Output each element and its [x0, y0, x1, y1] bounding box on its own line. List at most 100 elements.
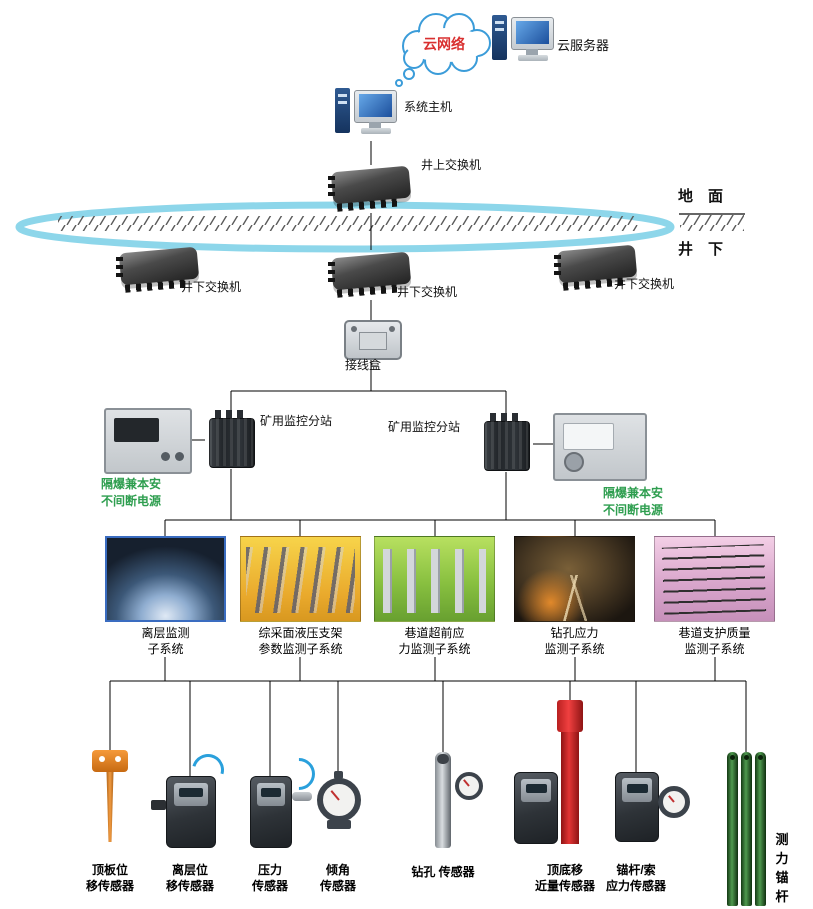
roof-displacement-sensor-rod	[106, 772, 114, 842]
ups-display-panel	[113, 418, 159, 442]
subsystem-card-support-quality: 巷道支护质量 监测子系统	[653, 536, 776, 657]
substation-fins	[209, 418, 253, 466]
tilt-sensor-nub	[334, 771, 343, 779]
host-tower	[335, 88, 350, 133]
switch-side-pins	[116, 257, 123, 281]
roof-displacement-sensor-head	[92, 750, 128, 772]
sensor-screen	[525, 784, 547, 794]
ups-left-label: 隔爆兼本安 不间断电源	[100, 477, 161, 508]
subsystem-card-hydraulic-support: 综采面液压支架 参数监测子系统	[239, 536, 362, 657]
ups-dial-icon	[564, 452, 584, 473]
cloud-server-icon	[492, 12, 554, 68]
force-bolt-rod	[755, 752, 766, 906]
ground-symbol	[679, 213, 745, 231]
convergence-pole-cap	[557, 700, 583, 732]
support-beams-art	[245, 547, 356, 613]
ground-label: 地 面	[678, 188, 724, 205]
subsystem-label: 钻孔应力 监测子系统	[544, 626, 605, 656]
substation-connectors	[215, 410, 247, 419]
host-screen	[359, 94, 392, 117]
ups-right-label: 隔爆兼本安 不间断电源	[602, 486, 663, 517]
subsystem-image-support-quality	[654, 536, 775, 622]
sensor-label-tilt: 倾角 传感器	[319, 863, 356, 893]
bolt-cable-stress-sensor	[615, 772, 659, 842]
subsystem-image-hydraulic-support	[240, 536, 361, 622]
sensor-screen	[261, 788, 281, 798]
subsystem-image-advance-stress	[374, 536, 495, 622]
ups-knob-icon	[174, 452, 184, 462]
server-base	[518, 55, 548, 61]
subsystem-card-advance-stress: 巷道超前应 力监测子系统	[373, 536, 496, 657]
ups-right-device	[553, 413, 647, 481]
underground-switch-middle-label: 井下交换机	[397, 285, 458, 299]
underground-switch-left-device	[116, 241, 202, 295]
sensor-screen	[626, 783, 648, 793]
separation-displacement-sensor	[166, 776, 216, 848]
subsystem-image-separation	[105, 536, 226, 622]
sensor-label-force-bolt: 测 力 锚 杆	[775, 832, 789, 904]
tunnel-rails-art	[515, 574, 634, 621]
anchor-bolts-art	[662, 544, 767, 616]
switch-side-pins	[554, 255, 561, 279]
pressure-probe	[292, 792, 312, 801]
underground-switch-right-label: 井下交换机	[614, 277, 675, 291]
sensor-label-roof-displacement: 顶板位 移传感器	[85, 863, 134, 893]
tilt-sensor-base	[327, 820, 351, 829]
substation-left-label: 矿用监控分站	[260, 414, 333, 428]
cloud-network-label: 云网络	[423, 36, 465, 52]
pillars-art	[383, 548, 486, 613]
surface-switch-device	[328, 160, 414, 214]
system-host-label: 系统主机	[404, 100, 453, 114]
substation-body	[484, 421, 530, 471]
subsystem-card-separation: 离层监测 子系统	[104, 536, 227, 657]
substation-fins	[484, 421, 528, 469]
switch-side-pins	[328, 176, 335, 200]
host-base	[361, 128, 391, 134]
server-stand	[526, 49, 538, 55]
switch-side-pins	[328, 262, 335, 286]
force-bolt-rod	[727, 752, 738, 906]
sensor-label-borehole: 钻孔 传感器	[411, 865, 475, 879]
subsystem-label: 巷道超前应 力监测子系统	[398, 626, 471, 656]
subsystem-label: 综采面液压支架 参数监测子系统	[258, 626, 343, 656]
substation-body	[209, 418, 255, 468]
underground-switch-middle-device	[328, 246, 414, 300]
cloud-icon	[395, 13, 491, 87]
ups-left-device	[104, 408, 192, 474]
sensor-label-separation-displacement: 离层位 移传感器	[165, 863, 214, 893]
tilt-sensor-gauge-icon	[317, 778, 361, 822]
sensor-label-roof-floor-convergence: 顶底移 近量传感器	[534, 863, 595, 893]
convergence-red-pole	[561, 732, 579, 844]
force-bolt-rod	[741, 752, 752, 906]
underground-switch-right-device	[554, 239, 640, 293]
host-monitor	[354, 90, 397, 123]
sensor-screen	[179, 788, 203, 798]
ups-display-panel	[563, 423, 614, 450]
monitoring-substation-left-device	[204, 408, 258, 470]
surface-switch-label: 井上交换机	[421, 158, 482, 172]
connection-lines	[109, 141, 747, 778]
junction-box-device	[344, 320, 402, 360]
pressure-sensor	[250, 776, 292, 848]
subsystem-label: 巷道支护质量 监测子系统	[678, 626, 751, 656]
bolt-stress-gauge-icon	[658, 786, 690, 818]
substation-right-label: 矿用监控分站	[388, 420, 461, 434]
junction-box-label: 接线盒	[345, 358, 382, 372]
junction-box-plate	[359, 332, 387, 350]
sensor-label-bolt-cable-stress: 锚杆/索 应力传感器	[605, 863, 666, 893]
underground-label: 井 下	[678, 241, 724, 258]
underground-switch-left-label: 井下交换机	[181, 280, 242, 294]
subsystem-card-borehole-stress: 钻孔应力 监测子系统	[513, 536, 636, 657]
borehole-sensor-cylinder	[435, 752, 451, 848]
roof-floor-convergence-sensor	[514, 772, 558, 844]
server-tower	[492, 15, 507, 60]
substation-connectors	[490, 413, 522, 422]
ups-knob-icon	[161, 452, 171, 462]
sensor-plug	[151, 800, 166, 810]
sensor-label-pressure: 压力 传感器	[251, 863, 288, 893]
borehole-sensor-gauge-icon	[455, 772, 483, 800]
ground-hatch-strip	[58, 216, 638, 231]
server-screen	[516, 21, 549, 44]
